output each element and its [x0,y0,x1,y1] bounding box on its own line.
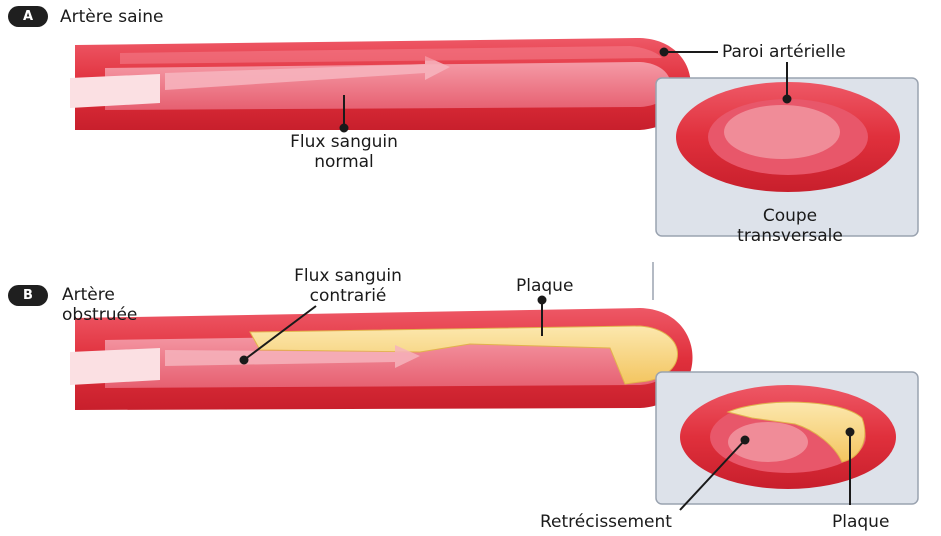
label-paroi-arterielle: Paroi artérielle [722,42,846,62]
section-b-cross-section [680,385,896,489]
artery-a-cut-end [70,74,160,108]
label-coupe-line1: Coupe [700,206,880,226]
label-retrecissement: Retrécissement [540,512,672,532]
panel-b-title-line2: obstruée [62,305,137,325]
panel-b-badge: B [8,285,48,306]
panel-b-artery [70,308,693,410]
panel-a-title: Artère saine [60,7,163,27]
panel-a-badge: A [8,6,48,27]
label-flux-contrarie-line1: Flux sanguin [258,266,438,286]
label-flux-contrarie-line2: contrarié [258,286,438,306]
label-plaque-bottom: Plaque [832,512,889,532]
panel-b-title-line1: Artère [62,285,115,305]
section-b-narrowed-lumen [728,422,808,462]
artery-b-cut-end [70,348,160,385]
label-plaque-top: Plaque [516,276,573,296]
label-flux-normal-line2: normal [254,152,434,172]
label-coupe-line2: transversale [700,226,880,246]
panel-a-artery [70,38,691,130]
label-flux-normal-line1: Flux sanguin [254,132,434,152]
